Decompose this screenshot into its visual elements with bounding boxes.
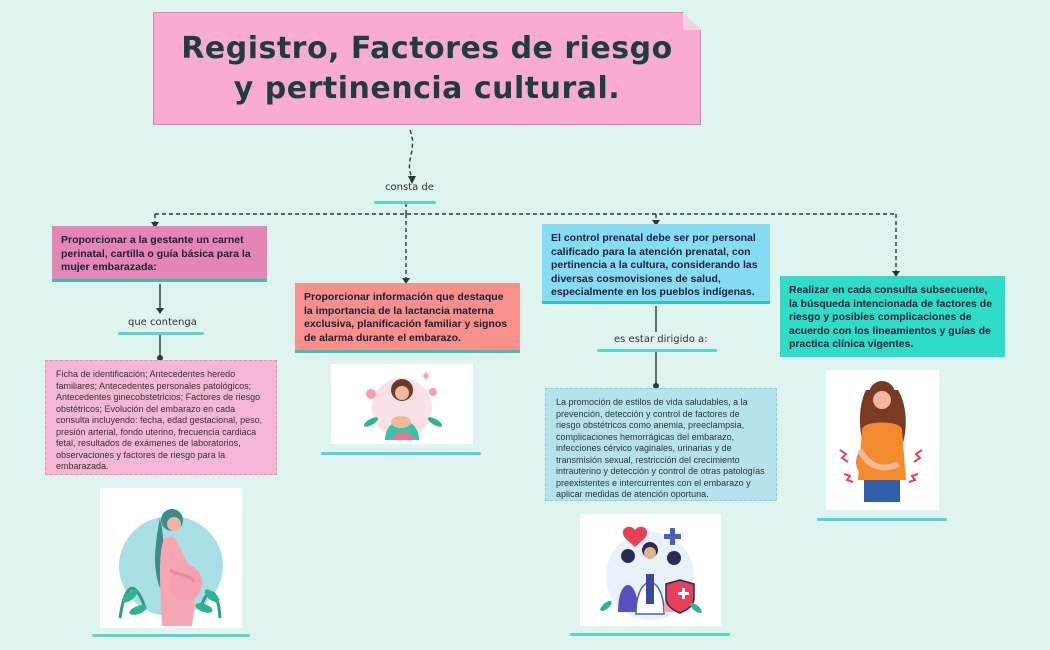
breastfeeding-mother-illustration [331, 364, 473, 444]
branch-box-carnet: Proporcionar a la gestante un carnet per… [52, 226, 267, 282]
connector-underline [374, 201, 436, 204]
connector-label-que-contenga: que contenga [128, 317, 197, 328]
detail-note-promocion: La promoción de estilos de vida saludabl… [545, 388, 777, 501]
connector-underline [597, 349, 717, 352]
title-box: Registro, Factores de riesgo y pertinenc… [153, 12, 701, 125]
medical-team-illustration [580, 514, 721, 626]
image-underline [92, 634, 250, 637]
connector-label-main: consta de [385, 182, 434, 193]
page-fold-decoration [683, 12, 701, 30]
detail-note-ficha: Ficha de identificación; Antecedentes he… [45, 360, 277, 475]
image-underline [570, 633, 730, 636]
pregnant-woman-leaves-illustration [100, 488, 242, 628]
image-underline [321, 452, 481, 455]
image-underline [817, 518, 947, 521]
connector-underline [118, 332, 204, 335]
pregnant-woman-pain-illustration [826, 370, 939, 510]
branch-box-consulta-subsecuente: Realizar en cada consulta subsecuente, l… [780, 276, 1005, 357]
connector-label-es-estar-dirigido: es estar dirigido a: [614, 334, 708, 345]
branch-box-control-prenatal: El control prenatal debe ser por persona… [542, 224, 770, 304]
page-title: Registro, Factores de riesgo y pertinenc… [181, 30, 673, 106]
branch-box-lactancia: Proporcionar información que destaque la… [295, 283, 520, 353]
